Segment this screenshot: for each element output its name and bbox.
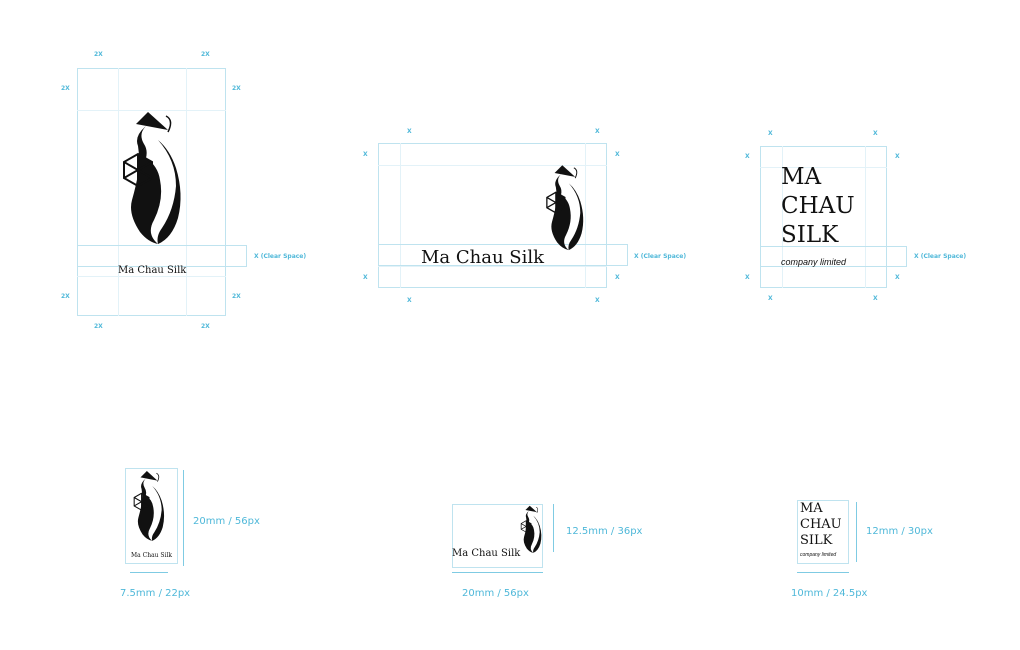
label-clear-space: X (Clear Space) (634, 253, 687, 260)
height-dimension-line (553, 504, 554, 552)
stacked-outer-guide (760, 146, 887, 288)
label-x: X (407, 128, 412, 135)
stacked-line-ma: MA (781, 164, 822, 190)
guide-line (760, 167, 887, 168)
label-x: X (407, 297, 412, 304)
label-x: X (615, 274, 620, 281)
guide-line (77, 110, 226, 111)
label-x: X (595, 128, 600, 135)
stacked-min-height: 12mm / 30px (866, 526, 933, 537)
lady-silhouette-icon (546, 164, 584, 251)
stacked-line-chau: CHAU (781, 193, 855, 219)
stacked-min-ma: MA (800, 501, 823, 516)
stacked-clearspace-band (760, 246, 907, 267)
guide-line (378, 266, 607, 267)
guide-line (186, 68, 187, 316)
label-2x: 2X (232, 293, 241, 300)
label-2x: 2X (61, 85, 70, 92)
label-x: X (745, 274, 750, 281)
label-clear-space: X (Clear Space) (254, 253, 307, 260)
guide-line (400, 143, 401, 288)
label-x: X (873, 130, 878, 137)
horizontal-min-height: 12.5mm / 36px (566, 526, 643, 537)
min-size-guide (452, 504, 543, 568)
stacked-min-silk: SILK (800, 533, 833, 548)
width-dimension-line (797, 572, 849, 573)
horizontal-min-width: 20mm / 56px (462, 588, 529, 599)
guide-line (782, 146, 783, 288)
vertical-clearspace-band (77, 245, 247, 267)
stacked-min-tagline: company limited (800, 552, 837, 558)
label-2x: 2X (61, 293, 70, 300)
stacked-line-silk: SILK (781, 222, 839, 248)
horizontal-clearspace-band (378, 244, 628, 266)
label-x: X (895, 153, 900, 160)
guide-line (118, 68, 119, 316)
vertical-min-wordmark: Ma Chau Silk (131, 552, 173, 559)
guide-line (77, 276, 226, 277)
vertical-min-height: 20mm / 56px (193, 516, 260, 527)
label-2x: 2X (94, 323, 103, 330)
vertical-outer-guide (77, 68, 226, 316)
lady-silhouette-icon (520, 505, 542, 554)
label-x: X (615, 151, 620, 158)
label-2x: 2X (232, 85, 241, 92)
vertical-wordmark: Ma Chau Silk (118, 265, 187, 276)
height-dimension-line (183, 470, 184, 566)
lady-silhouette-icon (133, 470, 165, 542)
width-dimension-line (130, 572, 168, 573)
height-dimension-line (856, 502, 857, 562)
stacked-min-chau: CHAU (800, 517, 842, 532)
label-2x: 2X (201, 323, 210, 330)
label-x: X (768, 295, 773, 302)
label-x: X (363, 274, 368, 281)
vertical-min-width: 7.5mm / 22px (120, 588, 191, 599)
min-size-guide (125, 468, 178, 564)
min-size-guide (797, 500, 849, 564)
guide-line (378, 165, 607, 166)
label-clear-space: X (Clear Space) (914, 253, 967, 260)
width-dimension-line (452, 572, 543, 573)
label-x: X (895, 274, 900, 281)
label-2x: 2X (201, 51, 210, 58)
lady-silhouette-icon (123, 111, 182, 245)
stacked-tagline: company limited (781, 257, 847, 267)
horizontal-min-wordmark: Ma Chau Silk (452, 548, 521, 559)
label-x: X (873, 295, 878, 302)
guide-line (585, 143, 586, 288)
label-x: X (363, 151, 368, 158)
label-x: X (745, 153, 750, 160)
label-2x: 2X (94, 51, 103, 58)
horizontal-outer-guide (378, 143, 607, 288)
label-x: X (595, 297, 600, 304)
horizontal-wordmark: Ma Chau Silk (421, 247, 545, 268)
stacked-min-width: 10mm / 24.5px (791, 588, 868, 599)
label-x: X (768, 130, 773, 137)
guide-line (865, 146, 866, 288)
